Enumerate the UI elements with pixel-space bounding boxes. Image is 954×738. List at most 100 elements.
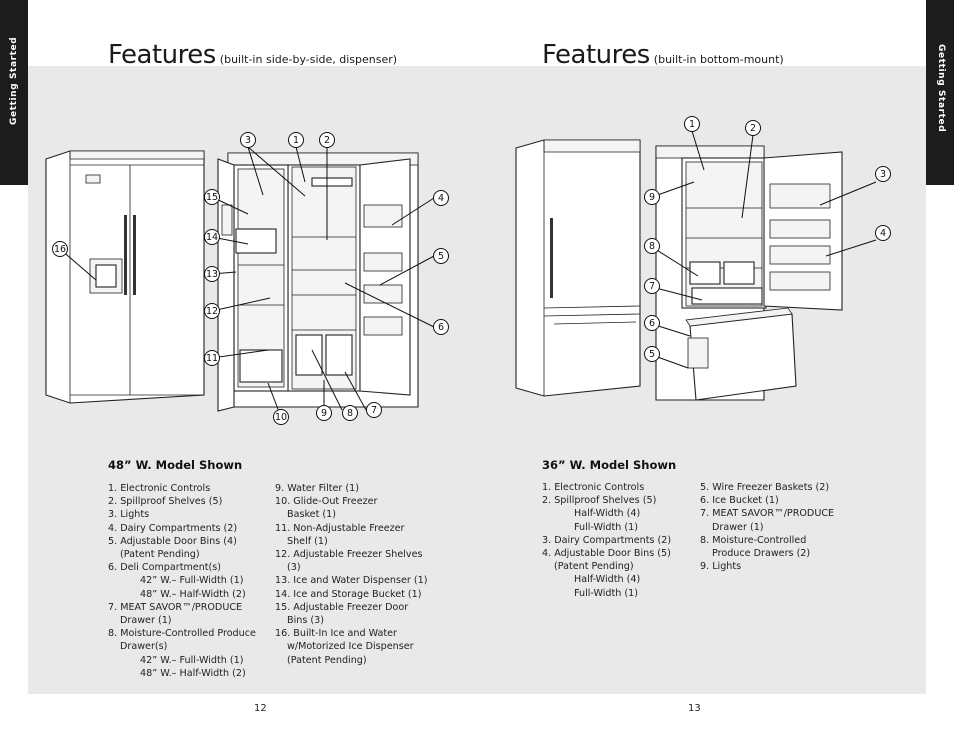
feature-list-item: 10. Glide-Out Freezer [275, 496, 378, 508]
feature-list-item: Produce Drawers (2) [712, 548, 811, 560]
feature-list-item: Drawer(s) [120, 641, 168, 653]
callout-marker: 14 [204, 229, 220, 245]
feature-list-item: Full-Width (1) [574, 587, 638, 599]
callout-marker: 8 [644, 238, 660, 254]
callout-number: 6 [438, 322, 444, 333]
feature-list-item: w/Motorized Ice Dispenser [287, 641, 414, 653]
callout-marker: 10 [273, 409, 289, 425]
feature-list-item: 6. Deli Compartment(s) [108, 562, 222, 574]
feature-list-item: 7. MEAT SAVOR™/PRODUCE [700, 508, 835, 520]
feature-list-item: 3. Dairy Compartments (2) [542, 534, 672, 546]
left-title-text: Features [108, 40, 216, 70]
callout-marker: 7 [366, 402, 382, 418]
feature-list-item: 12. Adjustable Freezer Shelves [275, 549, 423, 561]
callout-number: 9 [649, 192, 655, 203]
callout-number: 12 [206, 306, 218, 317]
callout-number: 1 [689, 119, 695, 130]
left-features-list-2: 9. Water Filter (1) 10. Glide-Out Freezer… [275, 482, 427, 667]
feature-list-item: 9. Water Filter (1) [275, 483, 360, 494]
left-title-subtitle: (built-in side-by-side, dispenser) [219, 53, 398, 66]
callout-marker: 8 [342, 405, 358, 421]
callout-number: 3 [245, 135, 251, 146]
feature-list-item: 15. Adjustable Freezer Door [275, 601, 409, 613]
right-page-number: 13 [688, 703, 701, 714]
feature-list-item: 2. Spillproof Shelves (5) [108, 496, 223, 508]
right-page-title: Features(built-in bottom-mount) [542, 40, 784, 70]
feature-list-item: Basket (1) [287, 509, 336, 521]
callout-marker: 2 [319, 132, 335, 148]
feature-list-item: 9. Lights [700, 561, 742, 573]
feature-list-item: 6. Ice Bucket (1) [700, 495, 779, 507]
feature-list-item: (3) [287, 562, 301, 574]
callout-marker: 15 [204, 189, 220, 205]
feature-list-item: 7. MEAT SAVOR™/PRODUCE [108, 601, 243, 613]
callout-marker: 3 [240, 132, 256, 148]
feature-list-item: 3. Lights [108, 509, 150, 521]
feature-list-item: 5. Wire Freezer Baskets (2) [700, 482, 830, 493]
feature-list-item: Half-Width (4) [574, 574, 641, 586]
callout-marker: 1 [288, 132, 304, 148]
feature-list-item: 5. Adjustable Door Bins (4) [108, 535, 237, 547]
callout-number: 16 [54, 244, 66, 255]
feature-list-item: 1. Electronic Controls [542, 482, 645, 493]
feature-list-item: 4. Dairy Compartments (2) [108, 522, 238, 534]
open-side-by-side-illustration [217, 152, 419, 412]
right-features-list-2: 5. Wire Freezer Baskets (2) 6. Ice Bucket… [700, 481, 834, 573]
right-title-text: Features [542, 40, 650, 70]
closed-side-by-side-illustration [45, 150, 205, 404]
callout-marker: 5 [644, 346, 660, 362]
callout-number: 13 [206, 269, 218, 280]
feature-list-item: 48” W.– Half-Width (2) [140, 667, 246, 679]
callout-number: 1 [293, 135, 299, 146]
callout-number: 10 [275, 412, 287, 423]
feature-list-item: 2. Spillproof Shelves (5) [542, 495, 657, 507]
feature-list-item: (Patent Pending) [554, 561, 634, 573]
feature-list-item: 42” W.– Full-Width (1) [140, 654, 244, 666]
feature-list-item: 8. Moisture-Controlled Produce [108, 628, 256, 640]
left-page-title: Features(built-in side-by-side, dispense… [108, 40, 397, 70]
callout-number: 15 [206, 192, 218, 203]
closed-bottom-mount-illustration [515, 139, 641, 397]
callout-marker: 4 [875, 225, 891, 241]
callout-number: 5 [438, 251, 444, 262]
callout-number: 3 [880, 169, 886, 180]
feature-list-item: (Patent Pending) [120, 549, 200, 561]
left-model-heading: 48” W. Model Shown [108, 458, 243, 472]
callout-number: 6 [649, 318, 655, 329]
callout-number: 5 [649, 349, 655, 360]
callout-number: 2 [324, 135, 330, 146]
callout-marker: 3 [875, 166, 891, 182]
callout-marker: 5 [433, 248, 449, 264]
feature-list-item: 4. Adjustable Door Bins (5) [542, 548, 671, 560]
callout-marker: 16 [52, 241, 68, 257]
feature-list-item: 14. Ice and Storage Bucket (1) [275, 588, 422, 600]
callout-marker: 2 [745, 120, 761, 136]
right-title-subtitle: (built-in bottom-mount) [653, 53, 784, 66]
right-features-list-1: 1. Electronic Controls 2. Spillproof Shel… [542, 481, 671, 600]
callout-number: 2 [750, 123, 756, 134]
feature-list-item: 48” W.– Half-Width (2) [140, 588, 246, 600]
callout-number: 4 [880, 228, 886, 239]
callout-marker: 9 [316, 405, 332, 421]
header-area [28, 0, 926, 66]
callout-number: 14 [206, 232, 218, 243]
callout-marker: 4 [433, 190, 449, 206]
callout-marker: 6 [433, 319, 449, 335]
callout-number: 7 [649, 281, 655, 292]
callout-number: 8 [347, 408, 353, 419]
callout-number: 9 [321, 408, 327, 419]
feature-list-item: Full-Width (1) [574, 521, 638, 533]
callout-marker: 13 [204, 266, 220, 282]
feature-list-item: 11. Non-Adjustable Freezer [275, 522, 405, 534]
feature-list-item: 1. Electronic Controls [108, 483, 211, 494]
side-tab-left: Getting Started [0, 0, 28, 185]
callout-marker: 7 [644, 278, 660, 294]
callout-marker: 6 [644, 315, 660, 331]
callout-marker: 9 [644, 189, 660, 205]
callout-number: 4 [438, 193, 444, 204]
feature-list-item: 16. Built-In Ice and Water [275, 628, 397, 640]
feature-list-item: 42” W.– Full-Width (1) [140, 575, 244, 587]
feature-list-item: Drawer (1) [712, 521, 764, 533]
open-bottom-mount-illustration [655, 145, 843, 401]
